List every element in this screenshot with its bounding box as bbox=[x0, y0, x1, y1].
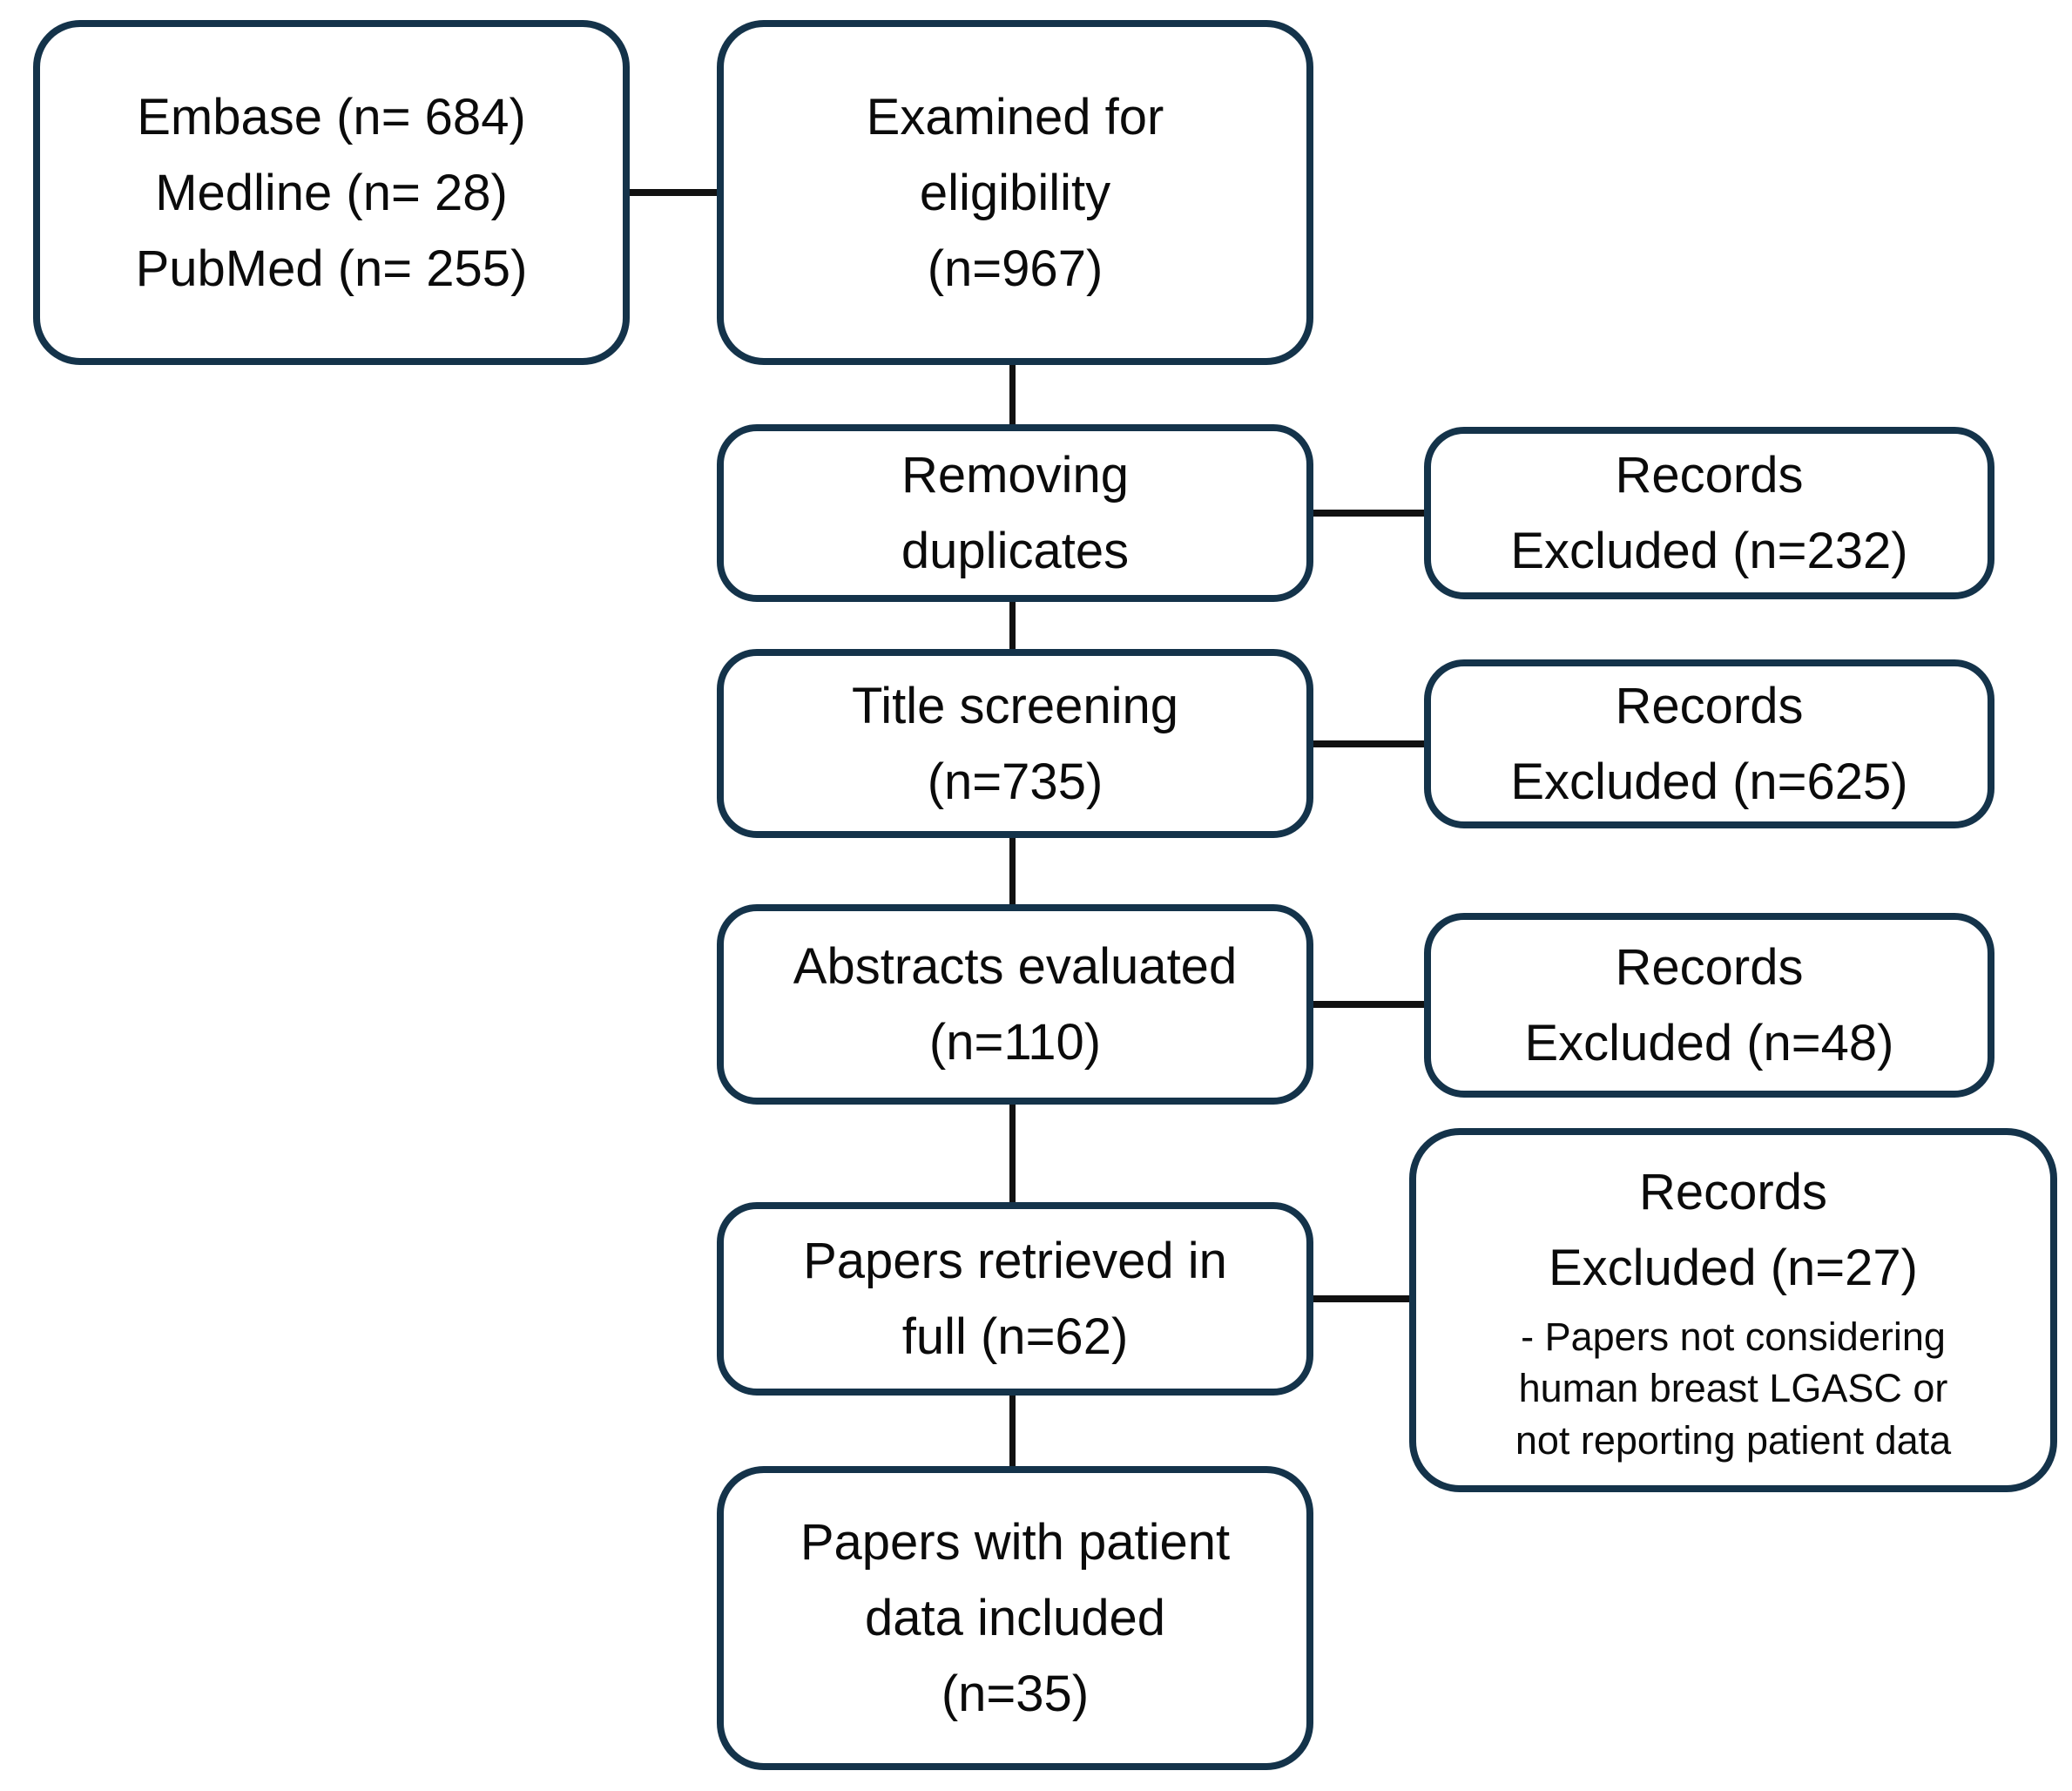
removing-duplicates-text: Removing duplicates bbox=[901, 447, 1130, 579]
records-excluded-27-reasons: - Papers not considering human breast LG… bbox=[1515, 1314, 1952, 1463]
source-pubmed: PubMed (n= 255) bbox=[135, 240, 528, 297]
box-removing-duplicates: Removing duplicates bbox=[717, 424, 1313, 602]
records-excluded-48-text: Records Excluded (n=48) bbox=[1524, 939, 1894, 1071]
connector-abstracts-to-fulltext bbox=[1009, 1105, 1016, 1202]
records-excluded-27-content: Records Excluded (n=27) - Papers not con… bbox=[1416, 1154, 2050, 1466]
connector-fulltext-to-included bbox=[1009, 1396, 1016, 1466]
connector-dedup-to-excluded232 bbox=[1313, 510, 1424, 517]
records-excluded-625-text: Records Excluded (n=625) bbox=[1510, 678, 1908, 810]
abstracts-evaluated-text: Abstracts evaluated (n=110) bbox=[793, 938, 1238, 1071]
connector-dedup-to-title bbox=[1009, 602, 1016, 649]
box-records-excluded-48: Records Excluded (n=48) bbox=[1424, 913, 1994, 1098]
box-database-sources: Embase (n= 684) Medline (n= 28) PubMed (… bbox=[33, 20, 630, 365]
box-records-excluded-625: Records Excluded (n=625) bbox=[1424, 659, 1994, 828]
database-sources-text: Embase (n= 684) Medline (n= 28) PubMed (… bbox=[40, 79, 623, 307]
source-medline: Medline (n= 28) bbox=[155, 164, 508, 221]
papers-retrieved-text: Papers retrieved in full (n=62) bbox=[803, 1233, 1227, 1365]
box-title-screening: Title screening (n=735) bbox=[717, 649, 1313, 838]
box-papers-retrieved-full: Papers retrieved in full (n=62) bbox=[717, 1202, 1313, 1396]
examined-text: Examined for eligibility (n=967) bbox=[866, 88, 1164, 297]
papers-included-text: Papers with patient data included (n=35) bbox=[800, 1514, 1231, 1722]
source-embase: Embase (n= 684) bbox=[137, 88, 526, 145]
box-examined-for-eligibility: Examined for eligibility (n=967) bbox=[717, 20, 1313, 365]
records-excluded-232-text: Records Excluded (n=232) bbox=[1510, 447, 1908, 579]
box-papers-included: Papers with patient data included (n=35) bbox=[717, 1466, 1313, 1770]
connector-sources-to-examined bbox=[630, 189, 717, 196]
connector-title-to-abstracts bbox=[1009, 838, 1016, 904]
connector-abstracts-to-excluded48 bbox=[1313, 1001, 1424, 1008]
connector-examined-to-dedup bbox=[1009, 365, 1016, 424]
connector-fulltext-to-excluded27 bbox=[1313, 1295, 1409, 1302]
box-records-excluded-232: Records Excluded (n=232) bbox=[1424, 427, 1994, 599]
title-screening-text: Title screening (n=735) bbox=[851, 677, 1179, 810]
connector-title-to-excluded625 bbox=[1313, 740, 1424, 747]
box-abstracts-evaluated: Abstracts evaluated (n=110) bbox=[717, 904, 1313, 1105]
records-excluded-27-heading: Records Excluded (n=27) bbox=[1549, 1163, 1918, 1296]
box-records-excluded-27: Records Excluded (n=27) - Papers not con… bbox=[1409, 1128, 2057, 1492]
